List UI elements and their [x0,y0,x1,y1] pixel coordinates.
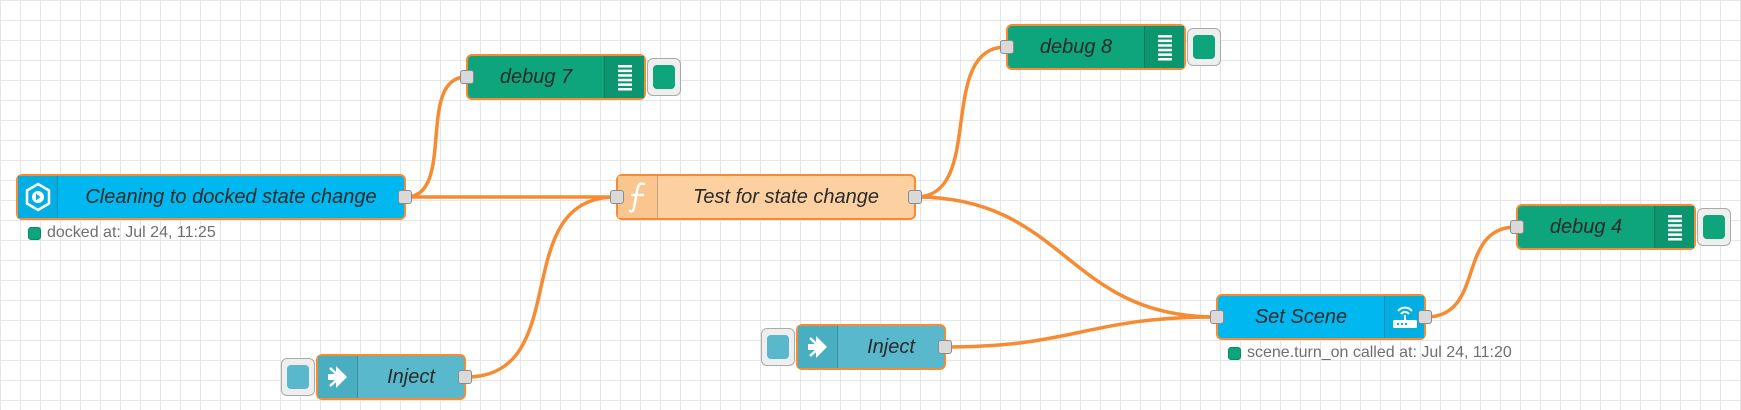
wire-cleaning-to-debug7[interactable] [404,75,468,199]
debug-4-toggle-button[interactable] [1697,208,1731,246]
node-test-for-state-change[interactable]: Test for state change [610,174,922,220]
wire-setscene-to-debug4[interactable] [1424,225,1518,319]
node-label: debug 8 [1039,35,1113,58]
node-inject-1[interactable]: Inject [316,354,472,400]
node-label: Inject [387,365,435,388]
trigger-indicator [767,335,789,359]
debug-7-toggle-button[interactable] [647,58,681,96]
node-cleaning-state-change[interactable]: Cleaning to docked state change [16,174,412,220]
function-icon [618,176,658,218]
node-debug-7[interactable]: debug 7 [460,54,646,100]
ha-state-change-icon [18,176,58,218]
wire-inject1-to-test[interactable] [464,195,618,379]
output-port[interactable] [938,340,952,354]
router-icon [1384,296,1424,338]
output-port[interactable] [398,190,412,204]
status-text: docked at: Jul 24, 11:25 [47,224,216,241]
input-port[interactable] [460,70,474,84]
node-label: Set Scene [1254,305,1348,328]
wire-test-to-setscene[interactable] [914,195,1218,319]
status-cleaning: docked at: Jul 24, 11:25 [28,224,216,242]
wire-inject2-to-setscene[interactable] [944,315,1218,349]
node-label: debug 7 [499,65,573,88]
node-label: Inject [867,335,915,358]
input-port[interactable] [610,190,624,204]
node-label: Test for state change [692,185,880,208]
status-dot [28,226,41,240]
node-debug-4[interactable]: debug 4 [1510,204,1696,250]
toggle-indicator [1193,35,1215,59]
wire-test-to-debug8[interactable] [914,45,1008,199]
output-port[interactable] [458,370,472,384]
input-port[interactable] [1510,220,1524,234]
inject-1-trigger-button[interactable] [281,358,315,396]
toggle-indicator [1703,215,1725,239]
output-port[interactable] [908,190,922,204]
output-port[interactable] [1418,310,1432,324]
input-port[interactable] [1000,40,1014,54]
inject-arrow-icon [798,326,838,368]
node-label: Cleaning to docked state change [85,185,377,208]
node-debug-8[interactable]: debug 8 [1000,24,1186,70]
inject-arrow-icon [318,356,358,398]
trigger-indicator [287,365,309,389]
debug-list-icon [604,56,644,98]
node-label: debug 4 [1549,215,1623,238]
status-dot [1228,346,1241,360]
inject-2-trigger-button[interactable] [761,328,795,366]
input-port[interactable] [1210,310,1224,324]
status-set-scene: scene.turn_on called at: Jul 24, 11:20 [1228,344,1512,362]
node-inject-2[interactable]: Inject [796,324,952,370]
debug-8-toggle-button[interactable] [1187,28,1221,66]
debug-list-icon [1144,26,1184,68]
node-set-scene[interactable]: Set Scene [1210,294,1432,340]
toggle-indicator [653,65,675,89]
debug-list-icon [1654,206,1694,248]
status-text: scene.turn_on called at: Jul 24, 11:20 [1247,344,1512,361]
